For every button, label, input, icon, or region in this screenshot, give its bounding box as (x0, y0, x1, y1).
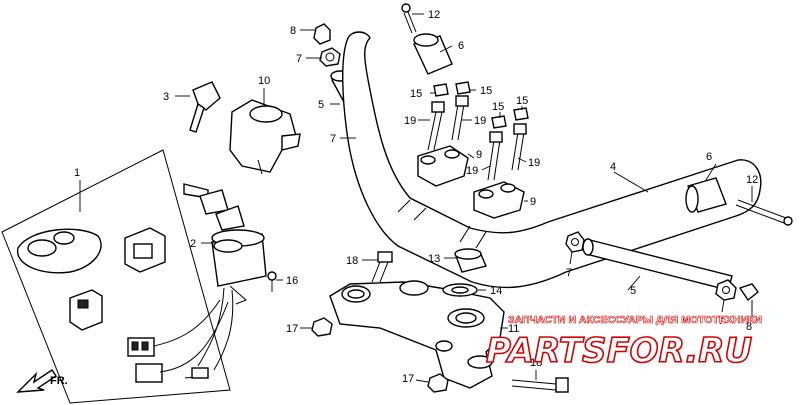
washers-15 (433, 81, 529, 129)
callout-18-bottom: 18 (530, 357, 542, 369)
callout-15-d: 15 (516, 95, 528, 107)
callout-7-b: 7 (330, 133, 336, 145)
wire-connector-part (127, 299, 229, 383)
callout-11: 11 (508, 323, 519, 335)
ignition-switch-keys (183, 183, 245, 231)
watermark: ЗАПЧАСТИ И АКСЕССУАРЫ ДЛЯ МОТОТЕХНИКИ PA… (485, 314, 762, 372)
switch-cover-part (229, 99, 301, 175)
nut-7-left (565, 231, 585, 253)
callout-18-left: 18 (346, 255, 358, 267)
bolt-18-left (371, 251, 393, 283)
nut-17-left (311, 317, 333, 337)
callout-8-b: 8 (746, 321, 752, 333)
collar-13 (454, 248, 487, 273)
nut-7-top (319, 47, 341, 67)
bolt-18-bottom (511, 377, 569, 393)
callout-7-c: 7 (566, 267, 572, 279)
right-grip-part (582, 238, 733, 291)
ignition-kit-box (1, 149, 231, 404)
front-label: FR. (50, 375, 68, 387)
callout-3: 3 (163, 91, 169, 103)
callout-2: 2 (190, 238, 196, 250)
nut-17-bottom (427, 373, 449, 393)
callout-19-a: 19 (404, 115, 416, 127)
callout-12-right: 12 (746, 174, 758, 186)
callout-10: 10 (258, 75, 270, 87)
watermark-caption: ЗАПЧАСТИ И АКСЕССУАРЫ ДЛЯ МОТОТЕХНИКИ (508, 314, 762, 326)
upper-holder-left (417, 145, 469, 187)
callout-15-a: 15 (410, 88, 422, 100)
bolt-8-top (313, 23, 331, 45)
callout-17-bottom: 17 (402, 373, 414, 385)
front-direction-arrow (16, 369, 57, 393)
leader-lines (79, 13, 753, 383)
callout-5-top: 5 (318, 99, 324, 111)
bolt-8-right (738, 283, 759, 312)
callout-15-b: 15 (480, 85, 492, 97)
seat-lock-part (17, 228, 102, 274)
callout-4: 4 (610, 161, 616, 173)
holder-bolts (427, 95, 527, 181)
bar-end-weight-right (685, 177, 727, 213)
callout-17-left: 17 (286, 323, 298, 335)
washer-14 (442, 283, 478, 297)
callout-19-b: 19 (474, 115, 486, 127)
callout-6-top: 6 (458, 40, 464, 52)
handlebar-part (342, 31, 762, 289)
nut-7-right (715, 279, 737, 301)
bar-end-weight-top (413, 33, 453, 75)
callout-7-a: 7 (296, 53, 302, 65)
screw-12-right (735, 199, 793, 226)
callout-19-c: 19 (466, 165, 478, 177)
watermark-logo: PARTSFOR.RU (486, 331, 752, 371)
bracket-part (69, 289, 103, 331)
callout-6-right: 6 (706, 151, 712, 163)
key-part (189, 81, 221, 133)
upper-holder-right (473, 181, 525, 219)
callout-1: 1 (74, 167, 80, 179)
screw-16 (267, 271, 277, 292)
ignition-switch-body (197, 229, 267, 371)
callout-13: 13 (428, 253, 440, 265)
helmet-lock-part (124, 227, 166, 273)
callout-9-a: 9 (476, 149, 482, 161)
screw-12-top (401, 3, 417, 34)
fork-top-bridge (329, 280, 505, 389)
callout-16: 16 (286, 275, 298, 287)
callout-12-top: 12 (428, 9, 440, 21)
callout-8-a: 8 (290, 25, 296, 37)
callout-19-d: 19 (528, 157, 540, 169)
callout-14: 14 (490, 285, 502, 297)
callout-15-c: 15 (492, 101, 504, 113)
callout-5-right: 5 (630, 285, 636, 297)
callout-9-b: 9 (530, 196, 536, 208)
callout-7-d: 7 (718, 315, 724, 327)
callout-labels: 1 2 3 4 5 5 6 6 7 7 7 7 8 8 9 9 10 11 12… (50, 9, 758, 387)
